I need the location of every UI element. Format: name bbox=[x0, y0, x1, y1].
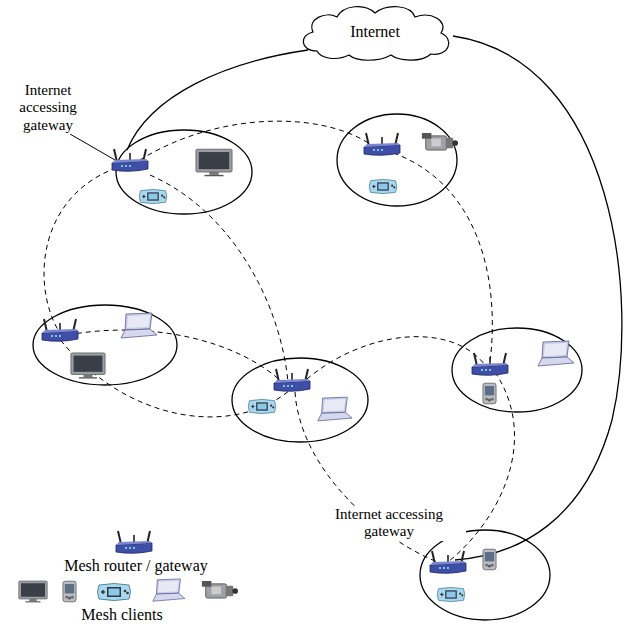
internet-link bbox=[453, 36, 622, 560]
mesh-cell bbox=[33, 114, 582, 620]
mesh-links bbox=[44, 121, 515, 563]
gateway-label: Internet accessing gateway bbox=[4, 82, 92, 134]
leader-line bbox=[70, 134, 115, 160]
legend-icons bbox=[19, 531, 238, 602]
mesh-devices bbox=[42, 133, 574, 602]
gateway-label: Internet accessing gateway bbox=[312, 506, 466, 541]
legend-text: Mesh router / gateway bbox=[64, 557, 208, 575]
legend-text: Mesh clients bbox=[81, 606, 162, 624]
cloud-node: Internet bbox=[295, 1, 455, 63]
legend-entry: Mesh clients bbox=[81, 606, 162, 624]
legend-entry: Mesh router / gateway bbox=[64, 557, 208, 575]
cloud-label: Internet bbox=[350, 23, 400, 41]
